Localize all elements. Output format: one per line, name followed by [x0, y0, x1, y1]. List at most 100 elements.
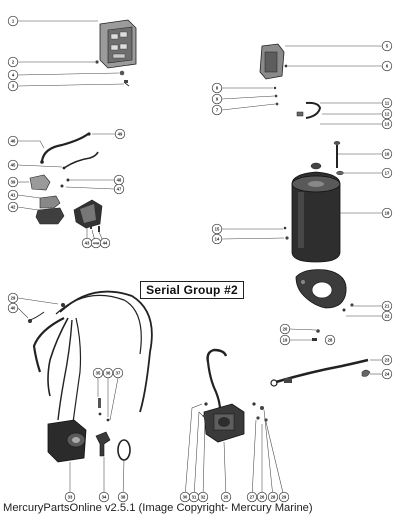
svg-text:30: 30: [183, 495, 188, 500]
callout-5: 5: [381, 40, 393, 52]
svg-text:16: 16: [385, 152, 390, 157]
svg-text:5: 5: [386, 44, 389, 49]
svg-text:39: 39: [11, 180, 16, 185]
callout-31: 31: [188, 491, 200, 503]
callout-13: 13: [381, 118, 393, 130]
starter-bracket-part: [295, 269, 354, 312]
copyright-footer: MercuryPartsOnline v2.5.1 (Image Copyrig…: [3, 502, 313, 514]
callout-38: 38: [117, 491, 129, 503]
svg-text:21: 21: [385, 304, 390, 309]
callout-24: 24: [381, 368, 393, 380]
svg-text:7: 7: [216, 108, 219, 113]
svg-text:34: 34: [102, 495, 107, 500]
svg-text:4: 4: [12, 73, 15, 78]
callout-26: 26: [256, 491, 268, 503]
callout-37: 37: [112, 367, 124, 379]
callout-6: 6: [381, 60, 393, 72]
wiring-harness-part: [28, 290, 153, 463]
svg-text:35: 35: [96, 371, 101, 376]
svg-text:29: 29: [11, 296, 16, 301]
svg-text:8: 8: [216, 86, 219, 91]
callout-7: 7: [211, 104, 223, 116]
small-parts-center: [95, 398, 131, 461]
callout-20: 20: [279, 323, 291, 335]
svg-text:33: 33: [68, 495, 73, 500]
callout-30: 30: [179, 491, 191, 503]
callout-36: 36: [102, 367, 114, 379]
serial-group-label: Serial Group #2: [146, 283, 238, 297]
svg-text:2: 2: [12, 60, 15, 65]
solenoid-part-top: [259, 43, 288, 106]
callout-41: 41: [7, 189, 19, 201]
callout-23: 23: [381, 354, 393, 366]
svg-text:14: 14: [215, 237, 220, 242]
svg-text:36: 36: [106, 371, 111, 376]
small-hardware-parts-1: [95, 60, 130, 87]
starter-motor-part: [283, 141, 344, 263]
svg-text:40: 40: [11, 306, 16, 311]
callout-2: 2: [7, 56, 19, 68]
svg-text:28: 28: [271, 495, 276, 500]
callout-45: 45: [7, 159, 19, 171]
svg-text:29: 29: [282, 495, 287, 500]
callout-42: 42: [7, 201, 19, 213]
svg-text:31: 31: [192, 495, 197, 500]
svg-text:20: 20: [283, 327, 288, 332]
callout-33: 33: [64, 491, 76, 503]
svg-text:9: 9: [216, 97, 219, 102]
callout-48: 48: [113, 174, 125, 186]
svg-text:13: 13: [385, 122, 390, 127]
callout-25: 25: [220, 491, 232, 503]
callout-22: 22: [381, 310, 393, 322]
callout-44: 44: [99, 237, 111, 249]
svg-text:49: 49: [118, 132, 123, 137]
switch-box-part: [99, 19, 137, 69]
svg-text:18: 18: [385, 211, 390, 216]
svg-text:38: 38: [121, 495, 126, 500]
svg-text:43: 43: [85, 241, 90, 246]
svg-text:28: 28: [328, 338, 333, 343]
callout-3: 3: [7, 80, 19, 92]
callout-17: 17: [381, 167, 393, 179]
svg-text:37: 37: [116, 371, 121, 376]
callout-15: 15: [211, 223, 223, 235]
callout-11: 11: [381, 97, 393, 109]
svg-text:41: 41: [11, 193, 16, 198]
callout-4: 4: [7, 69, 19, 81]
svg-text:24: 24: [385, 372, 390, 377]
small-hardware-parts-2: [312, 329, 320, 341]
svg-text:1: 1: [12, 19, 15, 24]
callout-8: 8: [211, 82, 223, 94]
battery-cable-part: [270, 358, 371, 387]
callout-12: 12: [381, 108, 393, 120]
svg-text:27: 27: [250, 495, 255, 500]
svg-text:26: 26: [260, 495, 265, 500]
callout-16: 16: [381, 148, 393, 160]
callout-9: 9: [211, 93, 223, 105]
callout-29b: 29: [278, 491, 290, 503]
svg-text:42: 42: [11, 205, 16, 210]
svg-text:22: 22: [385, 314, 390, 319]
svg-text:11: 11: [385, 101, 390, 106]
callout-21: 21: [381, 300, 393, 312]
terminal-lead-part: [296, 101, 322, 119]
callout-14: 14: [211, 233, 223, 245]
callout-47: 47: [113, 183, 125, 195]
callout-44a: 44A: [90, 237, 102, 249]
svg-text:12: 12: [385, 112, 390, 117]
svg-text:44A: 44A: [93, 242, 100, 246]
svg-text:47: 47: [117, 187, 122, 192]
svg-text:15: 15: [215, 227, 220, 232]
callout-28: 28: [324, 334, 336, 346]
callout-32: 32: [197, 491, 209, 503]
svg-text:6: 6: [386, 64, 389, 69]
callout-49: 49: [114, 128, 126, 140]
svg-text:19: 19: [283, 338, 288, 343]
callout-40: 40: [7, 302, 19, 314]
callout-46: 46: [7, 135, 19, 147]
svg-text:17: 17: [385, 171, 390, 176]
svg-text:45: 45: [11, 163, 16, 168]
callout-39: 39: [7, 176, 19, 188]
callout-43: 43: [81, 237, 93, 249]
